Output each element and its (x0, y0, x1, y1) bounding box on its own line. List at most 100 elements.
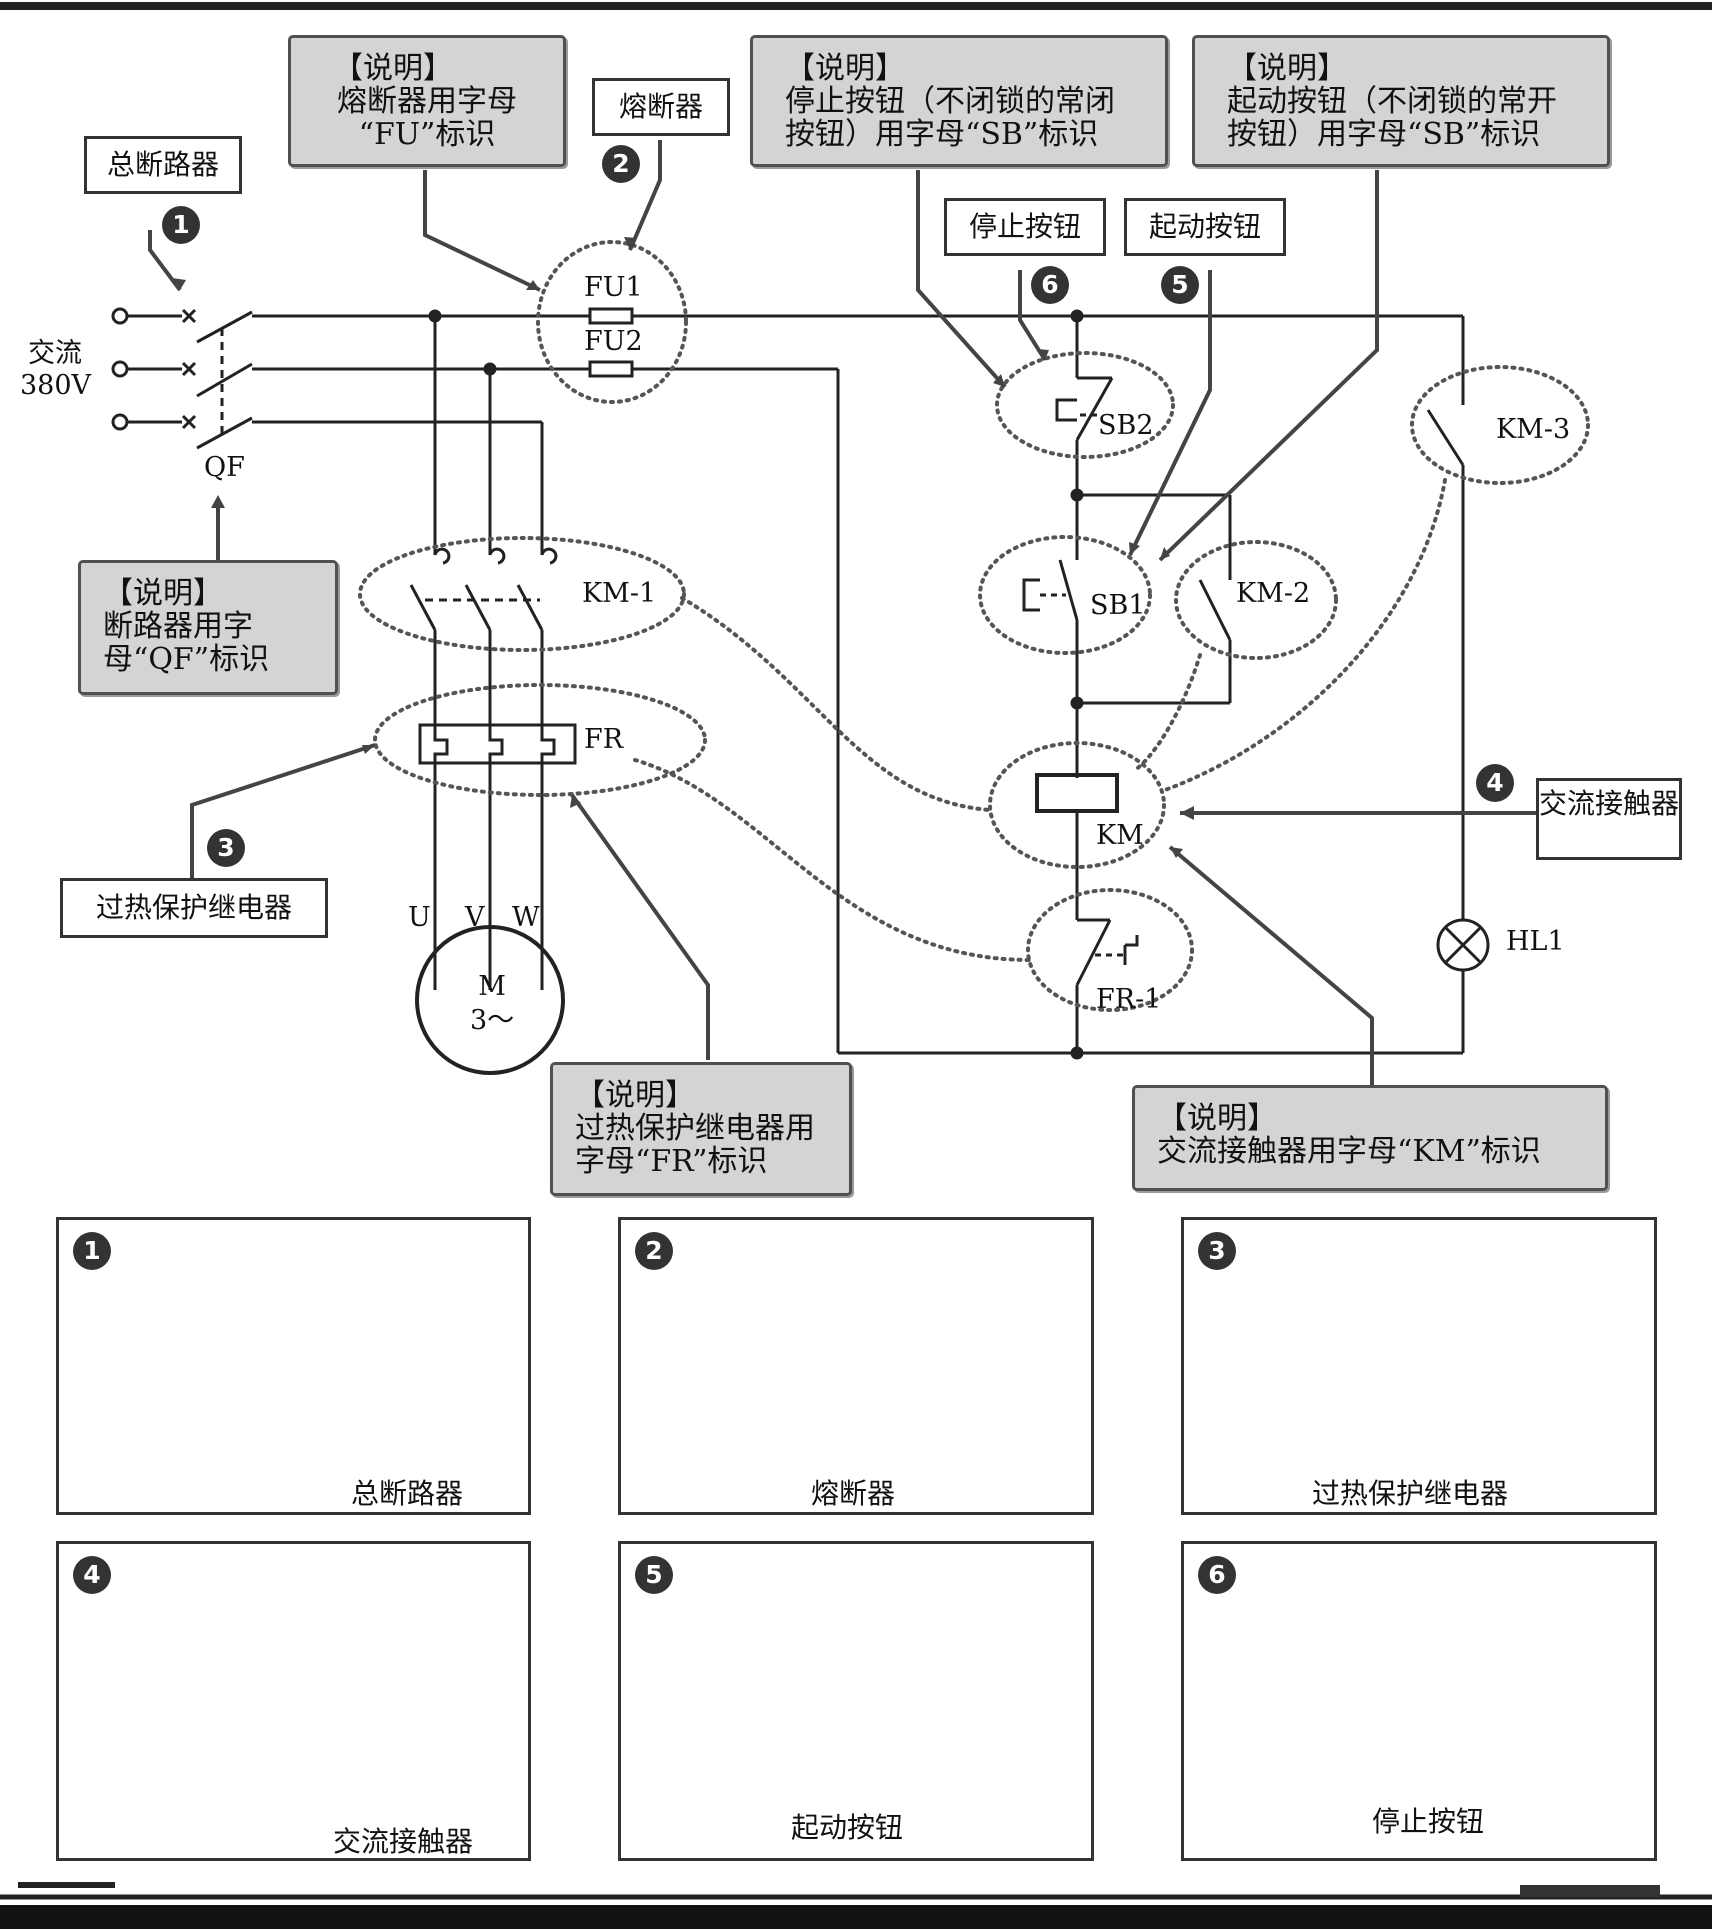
km-symbol-label: KM (1096, 820, 1144, 851)
badge-5: 5 (1161, 266, 1199, 304)
qf-note: 【说明】 断路器用字 母“QF”标识 (78, 560, 338, 695)
fr-highlight (373, 683, 707, 797)
km-note-title: 【说明】 (1157, 1101, 1277, 1136)
panel-relay: 3 过热保护继电器 (1181, 1217, 1657, 1515)
sb1-symbol-label: SB1 (1090, 590, 1146, 621)
qf-note-line2: 母“QF”标识 (103, 642, 270, 677)
panel-5-caption: 起动按钮 (791, 1811, 904, 1844)
panel-6-caption: 停止按钮 (1372, 1805, 1485, 1838)
terminal-l1 (111, 307, 129, 325)
overload-relay-label: 过热保护继电器 (60, 878, 328, 938)
panel-3-caption: 过热保护继电器 (1312, 1477, 1509, 1510)
w-terminal-label: W (512, 902, 540, 933)
supply-line1: 交流 (28, 338, 82, 369)
fr-note-line2: 字母“FR”标识 (575, 1144, 768, 1179)
km1-contact-1 (409, 584, 437, 631)
km-note: 【说明】 交流接触器用字母“KM”标识 (1132, 1085, 1608, 1191)
qf-note-title: 【说明】 (103, 576, 223, 611)
arrow-qf (148, 230, 182, 292)
fu-note: 【说明】 熔断器用字母 “FU”标识 (288, 35, 566, 167)
panel-1-caption: 总断路器 (351, 1477, 464, 1510)
badge-2: 2 (602, 145, 640, 183)
motor-label: M 3～ (470, 970, 514, 1038)
km-highlight (988, 741, 1166, 869)
panel-start-button: 5 起动按钮 (618, 1541, 1094, 1861)
badge-4: 4 (1476, 764, 1514, 802)
supply-line2: 380V (20, 370, 92, 401)
sb-stop-note-line1: 停止按钮（不闭锁的常闭 (785, 84, 1115, 119)
sb1-contact (1058, 559, 1079, 621)
motor-symbol (415, 925, 565, 1075)
contactor-label: 交流接触器 (1536, 778, 1682, 860)
terminal-l3 (111, 413, 129, 431)
stop-button-label: 停止按钮 (944, 198, 1106, 256)
km3-highlight (1410, 365, 1590, 485)
km1-contact-3 (516, 584, 544, 631)
badge-3: 3 (207, 829, 245, 867)
arrow-sb1-label (1128, 270, 1212, 556)
fu-note-line1: 熔断器用字母 (337, 84, 517, 119)
fr1-highlight (1026, 888, 1194, 1012)
arrow-sb2-note (916, 170, 1007, 389)
arrow-fr-label (190, 743, 376, 880)
v-terminal-label: V (465, 902, 485, 933)
arrow-fu-note (423, 170, 541, 292)
start-button-label: 起动按钮 (1124, 198, 1286, 256)
main-breaker-label: 总断路器 (84, 136, 242, 194)
arrow-fr-note (570, 793, 710, 1060)
sb-start-note-title: 【说明】 (1227, 51, 1347, 86)
fu1-symbol-label: FU1 (584, 272, 643, 303)
km2-symbol-label: KM-2 (1236, 578, 1311, 609)
fuse-fu1 (588, 307, 634, 325)
arrow-km-note (1168, 845, 1374, 1085)
panel-breaker: 1 总断路器 (56, 1217, 531, 1515)
km2-highlight (1174, 540, 1338, 660)
fuse-label: 熔断器 (592, 78, 730, 136)
km1-contact-2 (464, 584, 492, 631)
panel-4-caption: 交流接触器 (333, 1825, 474, 1858)
panel-3-badge: 3 (1198, 1232, 1236, 1270)
arrow-sb1-note (1158, 170, 1379, 562)
qf-blade-1 (196, 310, 253, 344)
panel-fuse: 2 熔断器 (618, 1217, 1094, 1515)
motor-m: M (478, 971, 506, 1002)
km-coil (1035, 773, 1119, 813)
contactor-label-text: 交流接触器 (1539, 787, 1680, 820)
km3-contact (1426, 409, 1465, 466)
arrow-sb2-label (1018, 270, 1047, 362)
qf-note-line1: 断路器用字 (103, 609, 253, 644)
sb-stop-note: 【说明】 停止按钮（不闭锁的常闭 按钮）用字母“SB”标识 (750, 35, 1168, 167)
fr-heater-block (418, 723, 577, 765)
panel-1-badge: 1 (73, 1232, 111, 1270)
fr-note: 【说明】 过热保护继电器用 字母“FR”标识 (550, 1062, 852, 1196)
sb2-highlight (995, 351, 1175, 459)
terminal-l2 (111, 360, 129, 378)
fu2-symbol-label: FU2 (584, 326, 643, 357)
km3-symbol-label: KM-3 (1496, 414, 1571, 445)
fu-highlight (536, 240, 688, 404)
qf-blade-3 (196, 416, 253, 450)
sb-start-note-line2: 按钮）用字母“SB”标识 (1227, 117, 1541, 152)
fr1-symbol-label: FR-1 (1096, 984, 1162, 1015)
u-terminal-label: U (408, 902, 431, 933)
panel-2-badge: 2 (635, 1232, 673, 1270)
arrow-fu-label (628, 140, 662, 251)
panel-4-badge: 4 (73, 1556, 111, 1594)
sb2-symbol-label: SB2 (1098, 410, 1154, 441)
sb-stop-note-line2: 按钮）用字母“SB”标识 (785, 117, 1099, 152)
panel-contactor: 4 交流接触器 (56, 1541, 531, 1861)
fr1-contact (1075, 919, 1112, 986)
km2-contact (1198, 579, 1232, 641)
fr-note-title: 【说明】 (575, 1078, 695, 1113)
qf-symbol-label: QF (204, 452, 245, 483)
km1-symbol-label: KM-1 (582, 578, 657, 609)
hl1-symbol-label: HL1 (1506, 926, 1565, 957)
sb-start-note-line1: 起动按钮（不闭锁的常开 (1227, 84, 1557, 119)
supply-label: 交流 380V (20, 338, 91, 402)
fu-note-title: 【说明】 (333, 51, 453, 86)
fr-symbol-label: FR (584, 724, 624, 755)
sb-start-note: 【说明】 起动按钮（不闭锁的常开 按钮）用字母“SB”标识 (1192, 35, 1610, 167)
panel-stop-button: 6 停止按钮 (1181, 1541, 1657, 1861)
km-note-line1: 交流接触器用字母“KM”标识 (1157, 1134, 1541, 1169)
